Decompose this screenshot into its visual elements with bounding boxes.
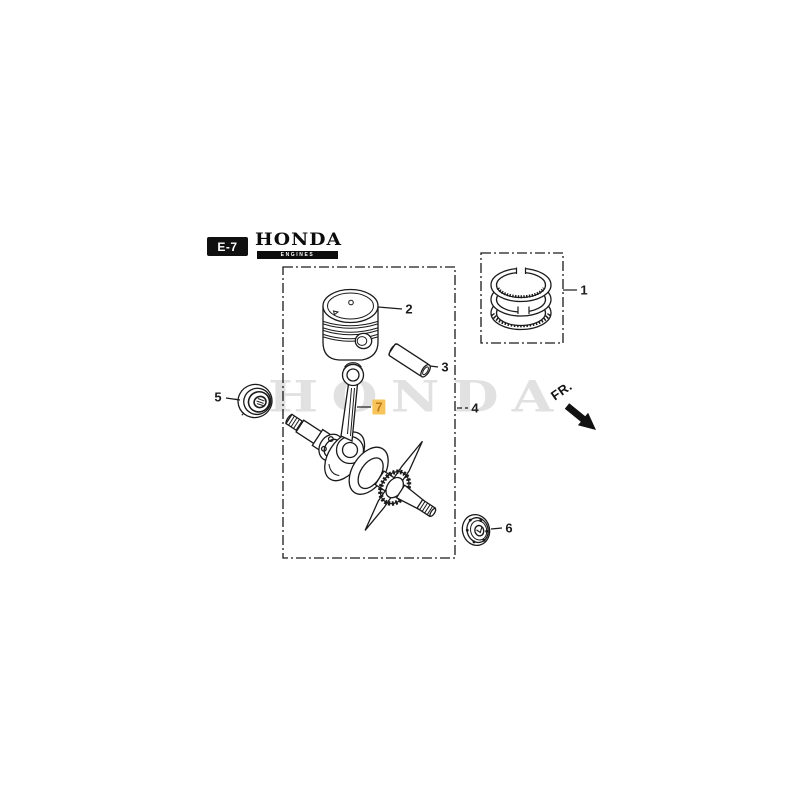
callout-3: 3 bbox=[441, 359, 449, 375]
brand-logo-subtitle-bar: ENGINES bbox=[257, 251, 338, 259]
brand-logo-text: HONDA bbox=[255, 230, 343, 250]
fr-arrow-icon bbox=[564, 403, 596, 430]
crankshaft-drawing bbox=[285, 362, 437, 531]
piston-ring-set-drawing bbox=[490, 266, 552, 331]
background-watermark: HONDA bbox=[268, 371, 567, 422]
oil-seal-right-drawing bbox=[461, 513, 491, 547]
section-code-badge: E-7 bbox=[207, 237, 248, 256]
oil-seal-left-drawing bbox=[235, 383, 273, 419]
callout-4: 4 bbox=[471, 400, 479, 416]
connecting-rod-drawing bbox=[335, 362, 365, 465]
ring-set-box bbox=[480, 252, 564, 344]
callout-6: 6 bbox=[505, 520, 513, 536]
brand-logo-subtitle: ENGINES bbox=[280, 251, 315, 258]
brand-logo: HONDA ENGINES bbox=[252, 232, 342, 259]
callout-5: 5 bbox=[214, 389, 222, 405]
callout-1: 1 bbox=[580, 282, 588, 298]
callout-2: 2 bbox=[405, 301, 413, 317]
leader-lines bbox=[225, 289, 577, 530]
assembly-group-box bbox=[282, 266, 456, 559]
piston-pin-drawing bbox=[388, 343, 431, 378]
callout-7-highlighted: 7 bbox=[372, 399, 386, 415]
piston-drawing bbox=[322, 288, 379, 361]
